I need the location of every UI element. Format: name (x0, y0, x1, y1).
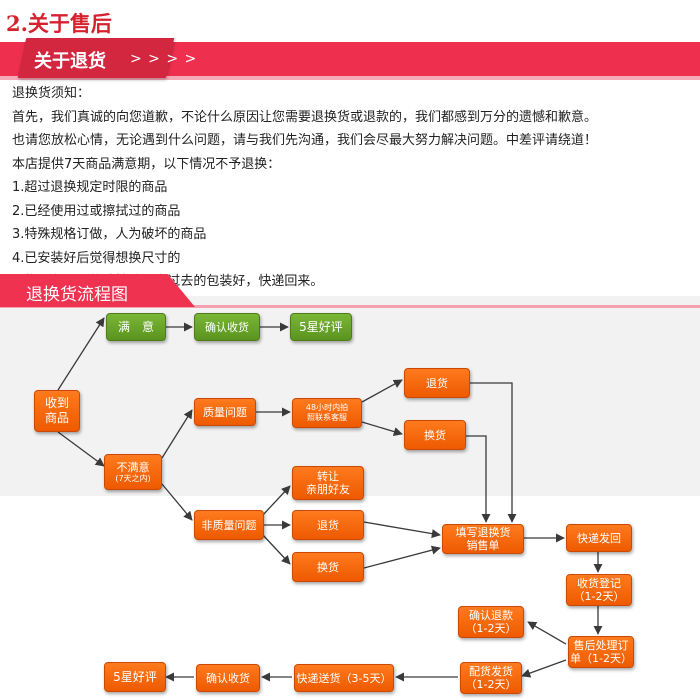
arrow-nonquality-to-exchange (261, 533, 291, 565)
flow-node-return-non-quality: 退货 (292, 510, 364, 540)
flow-node-express-delivery: 快递送货（3-5天） (294, 664, 394, 692)
arrow-unsatisfied-to-quality (161, 409, 193, 459)
unsatisfied-note: (7天之内) (115, 473, 151, 483)
flow-node-satisfied: 满 意 (106, 313, 166, 341)
flow-node-unsatisfied: 不满意 (7天之内) (104, 454, 162, 490)
arrow-exchange-to-form (466, 435, 491, 523)
flow-node-fill-form: 填写退换货 销售单 (442, 524, 524, 554)
flow-node-ship-replacement: 配货发货 （1-2天） (460, 662, 522, 694)
flow-node-confirm-receipt-2: 确认收货 (196, 664, 260, 692)
flow-node-exchange-non-quality: 换货 (292, 552, 364, 582)
arrow-contact-to-exchange (361, 421, 403, 437)
flow-node-non-quality: 非质量问题 (194, 510, 264, 540)
notes-line: 本店提供7天商品满意期，以下情况不予退换： (12, 156, 281, 172)
arrow-unsatisfied-to-nonquality (161, 483, 193, 521)
arrow-nonquality-return-to-form (363, 521, 441, 539)
flow-node-contact-48h: 48小时内拍 照联系客服 (292, 398, 362, 428)
notes-rule: 4.已安装好后觉得想换尺寸的 (12, 250, 181, 266)
arrow-nonquality-to-transfer (261, 485, 291, 517)
flow-node-exchange-quality: 换货 (404, 420, 466, 450)
arrow-nonquality-exchange-to-form (363, 545, 441, 569)
banner-label: 关于退货 (34, 51, 106, 72)
notes-rule: 3.特殊规格订做，人为破坏的商品 (12, 227, 207, 242)
notes-line: 也请您放松心情，无论遇到什么问题，请与我们先沟通，我们会尽最大努力解决问题。中差… (12, 133, 598, 148)
arrow-received-to-satisfied (57, 317, 105, 391)
flow-node-quality-issue: 质量问题 (194, 398, 256, 426)
flow-node-return-quality: 退货 (404, 368, 470, 398)
flow-node-express-back: 快递发回 (566, 524, 632, 552)
flow-node-confirm-receipt: 确认收货 (194, 313, 260, 341)
flow-node-transfer: 转让 亲朋好友 (292, 466, 364, 500)
banner-bar-shadow (0, 76, 700, 80)
flow-node-receipt-register: 收货登记 （1-2天） (566, 574, 632, 606)
arrow-received-to-unsatisfied (57, 431, 105, 467)
flow-heading: 退换货流程图 (26, 285, 128, 305)
section-title: 2.关于售后 (6, 11, 112, 36)
flow-heading-tag (0, 274, 195, 307)
flow-node-five-star-2: 5星好评 (104, 662, 166, 692)
return-notes: 退换货须知： 首先，我们真诚的向您道歉，不论什么原因让您需要退换货或退款的，我们… (12, 82, 700, 294)
flow-node-after-sales: 售后处理订 单（1-2天） (568, 636, 634, 668)
notes-heading: 退换货须知： (12, 86, 91, 101)
arrow-aftersales-to-refund (527, 621, 567, 645)
flow-node-received: 收到 商品 (34, 390, 80, 432)
notes-rule: 1.超过退换规定时限的商品 (12, 180, 168, 195)
arrow-aftersales-to-ship (521, 659, 567, 678)
flow-heading-rule (0, 305, 700, 308)
unsatisfied-label: 不满意 (116, 460, 150, 474)
flow-node-confirm-refund: 确认退款 （1-2天） (458, 606, 524, 638)
arrow-contact-to-return (361, 379, 403, 403)
notes-line: 首先，我们真诚的向您道歉，不论什么原因让您需要退换货或退款的，我们都感到万分的遗… (12, 109, 598, 125)
flow-node-five-star: 5星好评 (290, 313, 352, 341)
arrow-return-to-form (470, 382, 517, 523)
banner-arrows: > > > > (130, 51, 198, 67)
notes-rule: 2.已经使用过或擦拭过的商品 (12, 203, 181, 219)
